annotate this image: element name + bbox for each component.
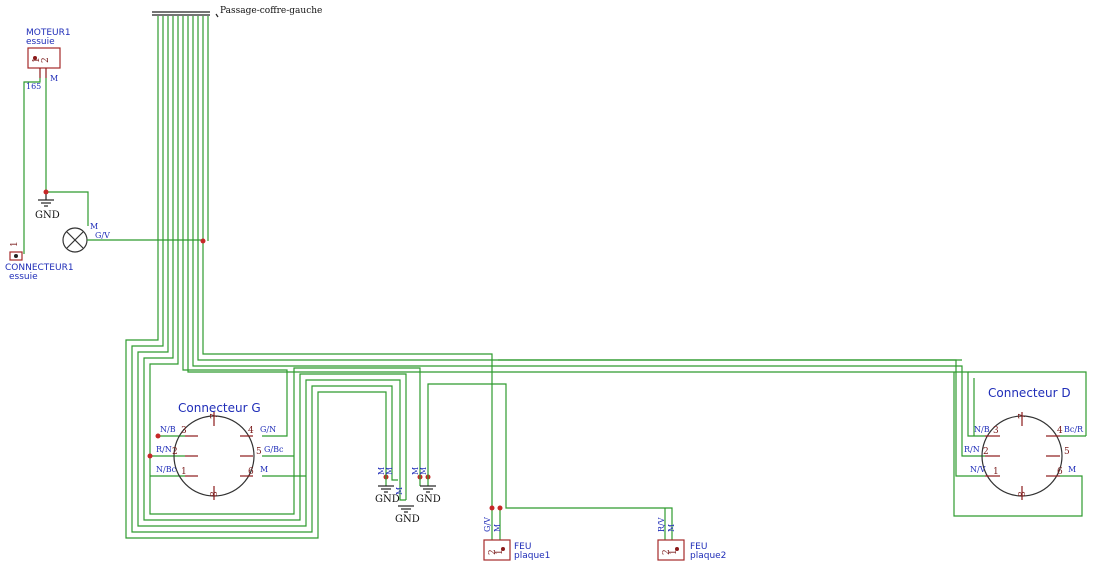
connecteur-g-pin-2: 2 <box>172 447 178 457</box>
motor-pin-2: 2 <box>41 57 51 63</box>
connecteur-g-component[interactable]: Connecteur G 3 2 1 4 5 6 7 8 N/B R/N N/B… <box>156 401 284 500</box>
feu2-pin-2: 2 <box>662 549 672 555</box>
gnd-net-4: M <box>411 467 420 475</box>
wire-bundle <box>125 11 985 540</box>
connecteur-g-pin-4: 4 <box>248 426 254 436</box>
motor-body <box>27 47 61 69</box>
connecteur-d-pin-1: 1 <box>993 467 999 477</box>
feu1-body <box>483 539 511 561</box>
connecteur-d-net-p1: N/V <box>970 465 986 474</box>
feu1-ref: FEU <box>514 542 531 552</box>
motor-ref: MOTEUR1 <box>26 28 71 38</box>
connecteur-d-title: Connecteur D <box>988 386 1071 400</box>
connecteur-d-net-p2: R/N <box>964 445 980 454</box>
gnd-label-2: GND <box>416 494 441 505</box>
connecteur-g-net-p1: N/Bc <box>156 465 177 474</box>
connecteur-g-net-p3: N/B <box>160 425 176 434</box>
motor-value: essuie <box>26 37 55 47</box>
bus-label: Passage-coffre-gauche <box>220 6 322 16</box>
connecteur-d-net-p6: M <box>1068 465 1076 474</box>
feu2-value: plaque2 <box>690 551 726 561</box>
motor-pin-dot <box>33 56 37 60</box>
ground-cluster: M M M M M GND GND GND <box>375 467 441 525</box>
connecteur-d-component[interactable]: Connecteur D 3 2 1 4 5 6 7 8 N/B R/N N/V… <box>964 386 1086 500</box>
motor-net-165: 165 <box>26 82 41 91</box>
feu1-pin-2: 2 <box>488 549 498 555</box>
connecteur-g-net-p4: G/N <box>260 425 276 434</box>
feu2-net-m: M <box>667 524 676 532</box>
gnd-net-3: M <box>395 487 404 495</box>
connecteur-g-net-p5: G/Bc <box>264 445 284 454</box>
connecteur-d-pin-2: 2 <box>983 447 989 457</box>
gnd-net-5: M <box>419 467 428 475</box>
lamp-net-gv: G/V <box>95 231 110 240</box>
connecteur-g-pin-3: 3 <box>181 426 187 436</box>
connecteur-d-pin-5: 5 <box>1064 447 1070 457</box>
connecteur-g-pin-8: 8 <box>210 491 220 497</box>
connecteur-d-net-p4: Bc/R <box>1064 425 1084 434</box>
gnd-label-motor: GND <box>35 210 60 221</box>
connecteur1-ref: CONNECTEUR1 <box>5 263 74 273</box>
feu2-net-rv: R/V <box>657 517 666 532</box>
connecteur1-component[interactable]: 1 CONNECTEUR1 essuie <box>5 241 74 282</box>
connecteur-g-pin-5: 5 <box>256 447 262 457</box>
feu2-pin-dot <box>675 547 679 551</box>
connecteur1-pin-label: 1 <box>10 241 20 247</box>
connecteur-g-net-p6: M <box>260 465 268 474</box>
feu1-pin-1: 1 <box>495 549 505 555</box>
lamp-net-m: M <box>90 222 98 231</box>
connecteur-g-pin-1: 1 <box>181 467 187 477</box>
feu-plaque1-component[interactable]: G/V M 2 1 FEU plaque1 <box>483 505 550 562</box>
connecteur-g-title: Connecteur G <box>178 401 261 415</box>
feu1-net-m: M <box>493 524 502 532</box>
gnd-net-1: M <box>377 467 386 475</box>
gnd-symbol-motor: GND <box>35 192 60 221</box>
connecteur-d-pin-8: 8 <box>1018 491 1028 497</box>
motor-component[interactable]: MOTEUR1 essuie 1 2 <box>26 28 71 78</box>
connecteur1-value: essuie <box>9 272 38 282</box>
lamp-symbol[interactable] <box>62 227 88 253</box>
connecteur-d-net-p3: N/B <box>974 425 990 434</box>
connecteur-d-pin-6: 6 <box>1057 467 1063 477</box>
feu2-body <box>657 539 685 561</box>
gnd-label-3: GND <box>395 514 420 525</box>
gnd-label-1: GND <box>375 494 400 505</box>
feu2-ref: FEU <box>690 542 707 552</box>
connecteur-g-pin-7: 7 <box>210 413 220 419</box>
connecteur-g-pin-6: 6 <box>248 467 254 477</box>
connecteur-d-pin-4: 4 <box>1057 426 1063 436</box>
connecteur-d-pin-7: 7 <box>1018 413 1028 419</box>
motor-pin-1: 1 <box>32 57 42 63</box>
feu1-net-gv: G/V <box>483 517 492 532</box>
motor-net-m: M <box>50 74 58 83</box>
gnd-net-2: M <box>385 467 394 475</box>
feu2-pin-1: 1 <box>669 549 679 555</box>
connecteur-d-pin-3: 3 <box>993 426 999 436</box>
feu1-value: plaque1 <box>514 551 550 561</box>
connecteur1-pin-dot <box>14 254 18 258</box>
connecteur-g-net-p2: R/N <box>156 445 172 454</box>
feu1-pin-dot <box>501 547 505 551</box>
feu-plaque2-component[interactable]: R/V M 2 1 FEU plaque2 <box>657 508 726 561</box>
